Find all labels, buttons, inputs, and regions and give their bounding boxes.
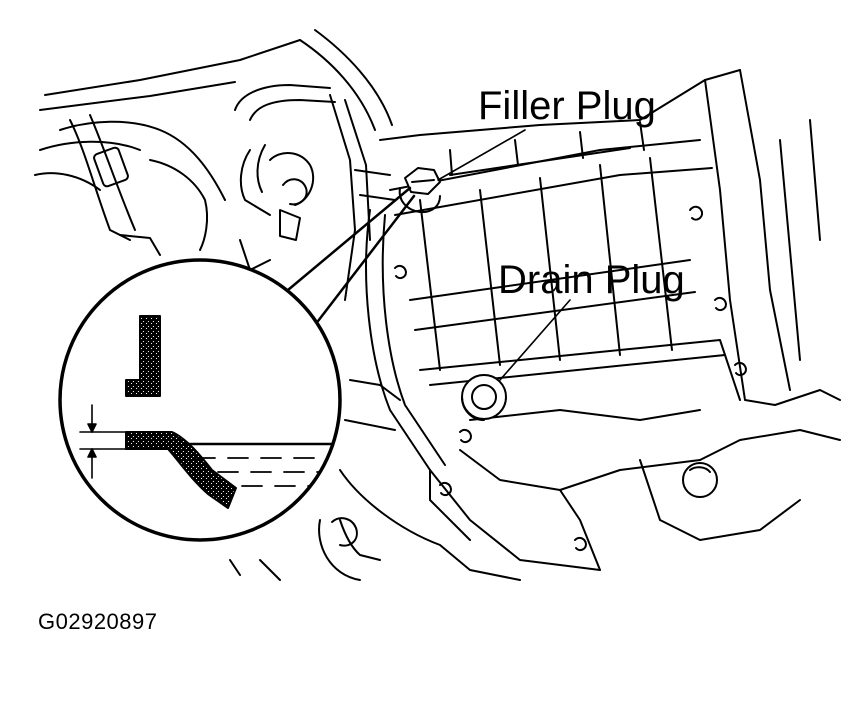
transmission-case	[229, 69, 841, 581]
magnifier-cone	[280, 186, 416, 327]
hose-assembly	[34, 29, 396, 301]
drain-plug-label: Drain Plug	[498, 258, 685, 302]
case-wall-section	[125, 431, 237, 509]
filler-plug-label: Filler Plug	[478, 84, 656, 128]
drain-plug-leader	[499, 299, 571, 381]
filler-hole-wall	[125, 315, 161, 397]
oil-level-dashes	[194, 457, 338, 487]
filler-plug	[398, 167, 441, 214]
oil-level-inset	[58, 258, 342, 542]
filler-plug-leader	[437, 129, 526, 181]
level-tolerance-dimension	[79, 404, 127, 479]
figure-id: G02920897	[38, 609, 158, 634]
leader-lines	[437, 129, 571, 381]
drain-plug	[461, 374, 507, 421]
